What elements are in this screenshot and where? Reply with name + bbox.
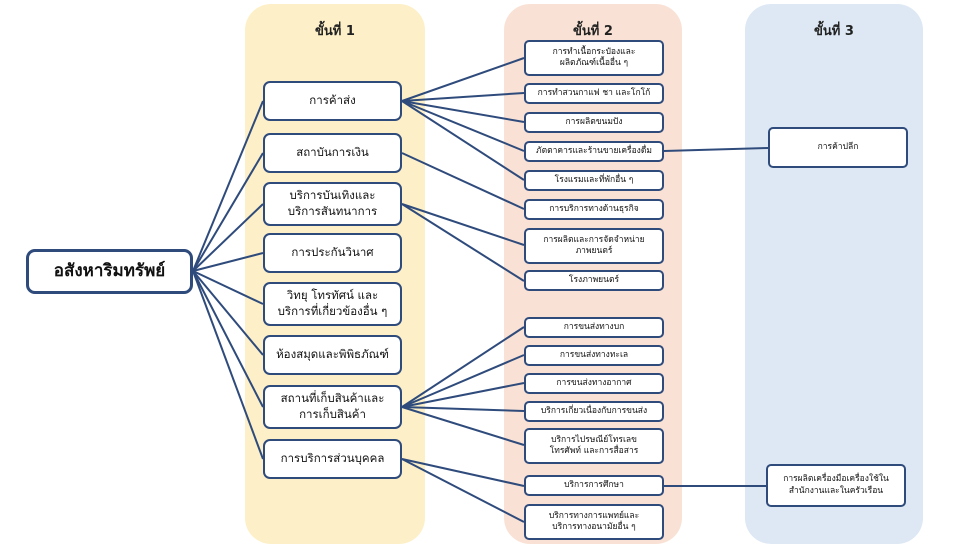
connector [192,270,264,356]
connector [401,458,525,487]
level2-node: บริการทางการแพทย์และ บริการทางอนามัยอื่น… [524,504,664,540]
level2-node: การบริการทางด้านธุรกิจ [524,199,664,220]
connector [401,354,525,408]
level2-node: บริการการศึกษา [524,475,664,496]
connector [401,203,525,246]
level1-node: การบริการส่วนบุคคล [263,439,402,479]
level2-node: โรงแรมและที่พักอื่น ๆ [524,170,664,191]
level2-title: ขั้นที่ 2 [573,24,613,39]
level1-node: วิทยุ โทรทัศน์ และ บริการที่เกี่ยวข้องอื… [263,282,402,326]
connector [192,270,264,460]
level1-node: สถานที่เก็บสินค้าและ การเก็บสินค้า [263,385,402,429]
level2-node: ภัตตาคารและร้านขายเครื่องดื่ม [524,141,664,162]
connector [401,100,525,181]
level2-node: การขนส่งทางอากาศ [524,373,664,394]
level2-node: บริการเกี่ยวเนื่องกับการขนส่ง [524,401,664,422]
root-node: อสังหาริมทรัพย์ [26,249,193,294]
level1-node: บริการบันเทิงและ บริการสันทนาการ [263,182,402,226]
level1-title: ขั้นที่ 1 [315,24,355,39]
connector [401,152,525,210]
level2-node: การขนส่งทางบก [524,317,664,338]
level3-column: ขั้นที่ 3 [745,4,923,544]
connector [401,406,525,412]
level1-node: ห้องสมุดและพิพิธภัณฑ์ [263,335,402,375]
connector [401,57,525,102]
level2-node: การขนส่งทางทะเล [524,345,664,366]
connector [401,92,525,102]
level2-node: การทำเนื้อกระป๋องและ ผลิตภัณฑ์เนื้ออื่น … [524,40,664,76]
level1-node: สถาบันการเงิน [263,133,402,173]
connector [192,152,264,272]
connector [192,100,264,272]
connector [401,458,525,523]
level1-node: การประกันวินาศ [263,233,402,273]
connector [401,406,525,446]
level2-node: โรงภาพยนตร์ [524,270,664,291]
level3-title: ขั้นที่ 3 [814,24,854,39]
level3-node: การค้าปลีก [768,127,908,168]
connector [192,203,264,272]
level2-node: บริการไปรษณีย์โทรเลข โทรศัพท์ และการสื่อ… [524,428,664,464]
connector [401,100,525,123]
connector [401,326,525,408]
level2-node: การผลิตและการจัดจำหน่าย ภาพยนตร์ [524,228,664,264]
connector [192,252,264,272]
level3-node: การผลิตเครื่องมือเครื่องใช้ใน สำนักงานแล… [766,464,906,507]
connector [192,270,264,408]
connector [192,270,264,305]
level2-node: การผลิตขนมปัง [524,112,664,133]
connector [401,203,525,282]
connector [401,100,525,152]
level2-node: การทำสวนกาแฟ ชา และโกโก้ [524,83,664,104]
connector [401,382,525,408]
connector [663,147,769,152]
level1-node: การค้าส่ง [263,81,402,121]
